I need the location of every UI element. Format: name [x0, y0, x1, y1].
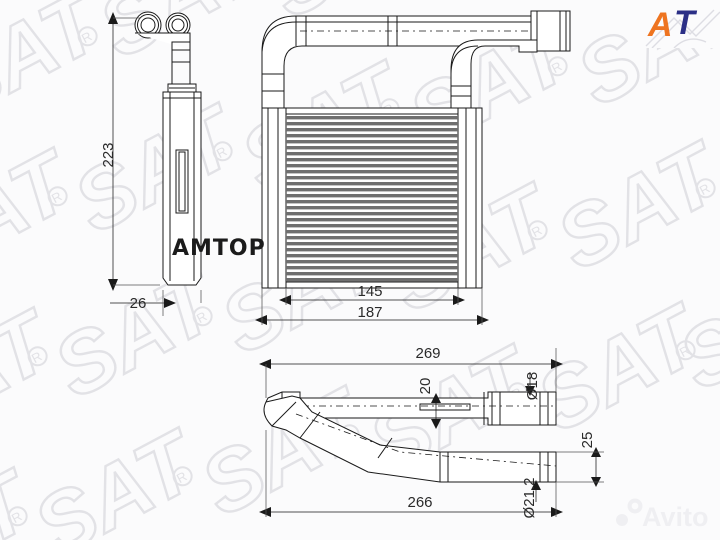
side-view-pipe-ends: [134, 11, 191, 39]
at-logo-letter-a: A: [647, 6, 673, 44]
dim-side-height: 223: [100, 142, 117, 167]
dim-plan-pipe-offset: 20: [417, 378, 434, 395]
dim-outlet-diameter: Ø21.2: [521, 478, 538, 519]
dim-plan-overall-length: 269: [415, 345, 440, 362]
dim-plan-length: 266: [407, 494, 432, 511]
inlet-pipe: [261, 10, 571, 109]
at-logo-letter-t: T: [674, 4, 698, 42]
side-view: [134, 11, 202, 286]
dim-overall-width: 187: [357, 304, 382, 321]
dimension-lines: [108, 12, 604, 517]
dim-inlet-diameter: Ø18: [524, 372, 541, 400]
dim-side-thickness: 26: [130, 295, 147, 312]
dimension-labels: 223 26 145 187 269 20 Ø18 25 Ø21.2 266: [100, 142, 596, 518]
at-logo: A T: [644, 0, 720, 48]
dim-core-width: 145: [357, 283, 382, 300]
at-logo-graphic: A T: [644, 0, 720, 48]
avito-watermark-label: Avito: [642, 502, 709, 532]
avito-watermark: Avito: [616, 498, 709, 532]
amtop-overlay-text: AMTOP: [172, 236, 266, 261]
top-view: [263, 391, 557, 483]
dim-plan-pipe-height: 25: [579, 432, 596, 449]
core-fins: [286, 116, 458, 282]
front-view: [261, 10, 571, 289]
outlet-pipe: [450, 39, 538, 109]
